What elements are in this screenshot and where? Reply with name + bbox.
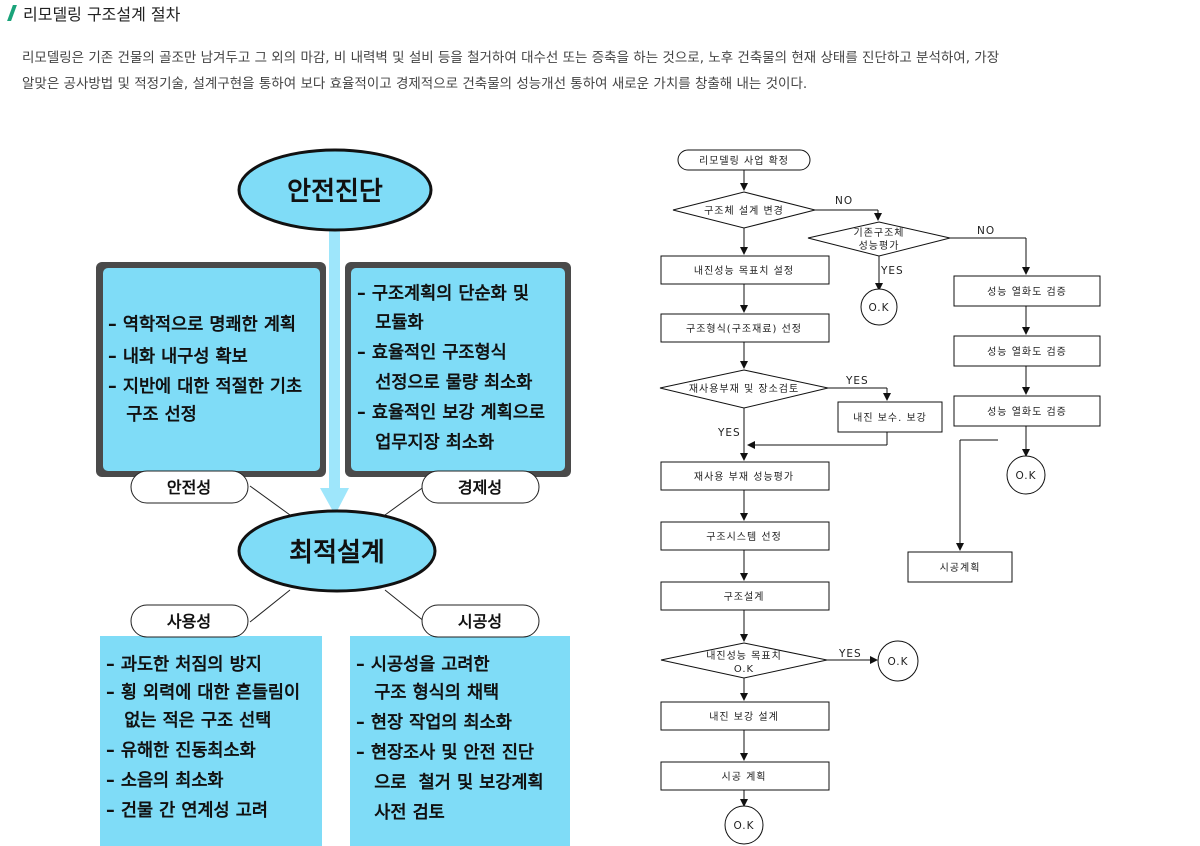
panel-usability-line: – 건물 간 연계성 고려 xyxy=(106,801,268,821)
fc-ok-label: O.K xyxy=(868,302,889,314)
panel-safety-line: – 내화 내구성 확보 xyxy=(108,346,248,367)
fc-no-label: NO xyxy=(977,225,995,237)
fc-degradation-3 xyxy=(953,395,1101,427)
fc-decision-target-ok-label-2: O.K xyxy=(734,664,754,675)
fc-construction-plan-label: 시공 계획 xyxy=(722,771,767,783)
fc-decision-existing-eval-label-2: 성능평가 xyxy=(859,240,900,252)
fc-decision-structure-change-label: 구조체 설계 변경 xyxy=(704,204,784,217)
panel-economy-line: 업무지장 최소화 xyxy=(357,433,494,453)
intro-line-2: 알맞은 공사방법 및 적정기술, 설계구현을 통하여 보다 효율적이고 경제적으… xyxy=(22,76,808,92)
fc-design-label: 구조설계 xyxy=(724,591,765,603)
panel-constructability-line: 구조 형식의 채택 xyxy=(356,682,499,703)
tag-safety: 안전성 xyxy=(130,470,249,504)
fc-seismic-repair-label: 내진 보수. 보강 xyxy=(853,412,927,424)
node-optimal-design: 최적설계 xyxy=(237,509,437,593)
fc-ok-circle xyxy=(724,805,764,845)
fc-degradation-1 xyxy=(953,275,1101,307)
fc-ok-circle xyxy=(1006,455,1046,495)
flowchart-labels: 리모델링 사업 확정 구조체 설계 변경 기존구조체 성능평가 내진성능 목표치… xyxy=(686,154,1067,832)
fc-ok-label: O.K xyxy=(733,820,754,832)
panel-usability-line: – 횡 외력에 대한 흔들림이 xyxy=(106,682,300,703)
fc-internal-target-label: 내진성능 목표치 설정 xyxy=(694,265,794,277)
fc-yes-label: YES xyxy=(717,427,741,439)
connector-usability xyxy=(249,589,291,623)
fc-reinforce-design xyxy=(660,701,830,731)
fc-yes-label: YES xyxy=(838,648,862,660)
panel-safety-line: 구조 선정 xyxy=(108,405,197,425)
fc-degradation-1-label: 성능 열화도 검증 xyxy=(987,286,1067,298)
fc-degradation-2-label: 성능 열화도 검증 xyxy=(987,346,1067,358)
panel-safety-line: – 지반에 대한 적절한 기초 xyxy=(108,376,302,397)
intro-paragraph: 리모델링은 기존 건물의 골조만 남겨두고 그 외의 마감, 비 내력벽 및 설… xyxy=(22,45,1192,97)
panel-safety-line: – 역학적으로 명쾌한 계획 xyxy=(108,314,296,335)
panel-economy-line: – 효율적인 구조형식 xyxy=(357,342,507,363)
panel-constructability-line: 사전 검토 xyxy=(356,803,445,823)
fc-start-label: 리모델링 사업 확정 xyxy=(699,154,789,167)
fc-construction-plan-right-label: 시공계획 xyxy=(940,562,981,574)
tag-economy: 경제성 xyxy=(421,470,540,504)
flow-arrow xyxy=(320,228,349,515)
panel-economy: – 구조계획의 단순화 및 모듈화 – 효율적인 구조형식 선정으로 물량 최소… xyxy=(345,262,571,477)
fc-system-select xyxy=(660,521,830,551)
panel-usability-line: 없는 적은 구조 선택 xyxy=(106,711,271,731)
fc-structure-type-label: 구조형식(구조재료) 선정 xyxy=(686,323,802,335)
fc-seismic-repair xyxy=(837,401,943,433)
intro-line-1: 리모델링은 기존 건물의 골조만 남겨두고 그 외의 마감, 비 내력벽 및 설… xyxy=(22,50,1000,66)
tag-usability: 사용성 xyxy=(130,604,249,638)
flowchart xyxy=(659,149,1101,845)
fc-yes-label: YES xyxy=(845,375,869,387)
panel-constructability-line: – 현장조사 및 안전 진단 xyxy=(356,743,534,763)
panel-economy-line: – 구조계획의 단순화 및 xyxy=(357,284,529,304)
fc-ok-label: O.K xyxy=(1015,470,1036,482)
fc-structure-type xyxy=(660,313,830,343)
tag-usability-label: 사용성 xyxy=(167,612,211,631)
panel-economy-line: 모듈화 xyxy=(357,313,424,333)
panel-usability-line: – 소음의 최소화 xyxy=(106,771,224,791)
panel-usability-line: – 과도한 처짐의 방지 xyxy=(106,655,262,675)
fc-reuse-eval-label: 재사용 부재 성능평가 xyxy=(694,471,794,483)
fc-ok-label: O.K xyxy=(887,656,908,668)
panel-economy-line: – 효율적인 보강 계획으로 xyxy=(357,403,545,423)
fc-reuse-eval xyxy=(660,461,830,491)
panel-safety: – 역학적으로 명쾌한 계획 – 내화 내구성 확보 – 지반에 대한 적절한 … xyxy=(96,262,326,477)
page-header: 리모델링 구조설계 절차 xyxy=(6,0,180,26)
panel-constructability-line: 으로 철거 및 보강계획 xyxy=(356,773,544,793)
panel-constructability-line: – 현장 작업의 최소화 xyxy=(356,713,512,733)
node-optimal-design-label: 최적설계 xyxy=(289,538,385,568)
panel-usability: – 과도한 처짐의 방지 – 횡 외력에 대한 흔들림이 없는 적은 구조 선택… xyxy=(100,636,322,846)
fc-construction-plan xyxy=(660,761,830,791)
fc-degradation-3-label: 성능 열화도 검증 xyxy=(987,406,1067,418)
connector-economy xyxy=(384,485,426,516)
tag-safety-label: 안전성 xyxy=(167,478,211,497)
panel-usability-line: – 유해한 진동최소화 xyxy=(106,741,256,761)
fc-no-label: NO xyxy=(835,195,853,207)
panel-constructability-line: – 시공성을 고려한 xyxy=(356,655,490,675)
fc-construction-plan-right xyxy=(907,551,1013,583)
fc-decision-target-ok-label-1: 내진성능 목표치 xyxy=(706,650,782,662)
node-safety-diagnosis-label: 안전진단 xyxy=(287,177,383,207)
node-safety-diagnosis: 안전진단 xyxy=(237,148,433,232)
fc-decision-reuse-label: 재사용부재 및 장소검토 xyxy=(689,383,799,395)
tag-constructability: 시공성 xyxy=(421,604,540,638)
tag-constructability-label: 시공성 xyxy=(458,612,502,631)
fc-ok-circle xyxy=(860,288,898,326)
fc-reinforce-design-label: 내진 보강 설계 xyxy=(709,711,779,723)
panel-economy-line: 선정으로 물량 최소화 xyxy=(357,373,532,393)
panel-constructability: – 시공성을 고려한 구조 형식의 채택 – 현장 작업의 최소화 – 현장조사… xyxy=(350,636,570,846)
fc-design xyxy=(660,581,830,611)
concept-diagram: – 역학적으로 명쾌한 계획 – 내화 내구성 확보 – 지반에 대한 적절한 … xyxy=(96,148,571,846)
page-title: 리모델링 구조설계 절차 xyxy=(23,5,181,24)
tag-economy-label: 경제성 xyxy=(458,478,502,497)
fc-ok-circle xyxy=(877,640,919,682)
fc-degradation-2 xyxy=(953,335,1101,367)
fc-internal-target xyxy=(660,255,830,285)
connector-constructability xyxy=(384,589,426,623)
fc-decision-existing-eval-label-1: 기존구조체 xyxy=(854,227,905,239)
fc-system-select-label: 구조시스템 선정 xyxy=(706,531,782,543)
connector-safety xyxy=(249,485,291,516)
fc-yes-label: YES xyxy=(880,265,904,277)
